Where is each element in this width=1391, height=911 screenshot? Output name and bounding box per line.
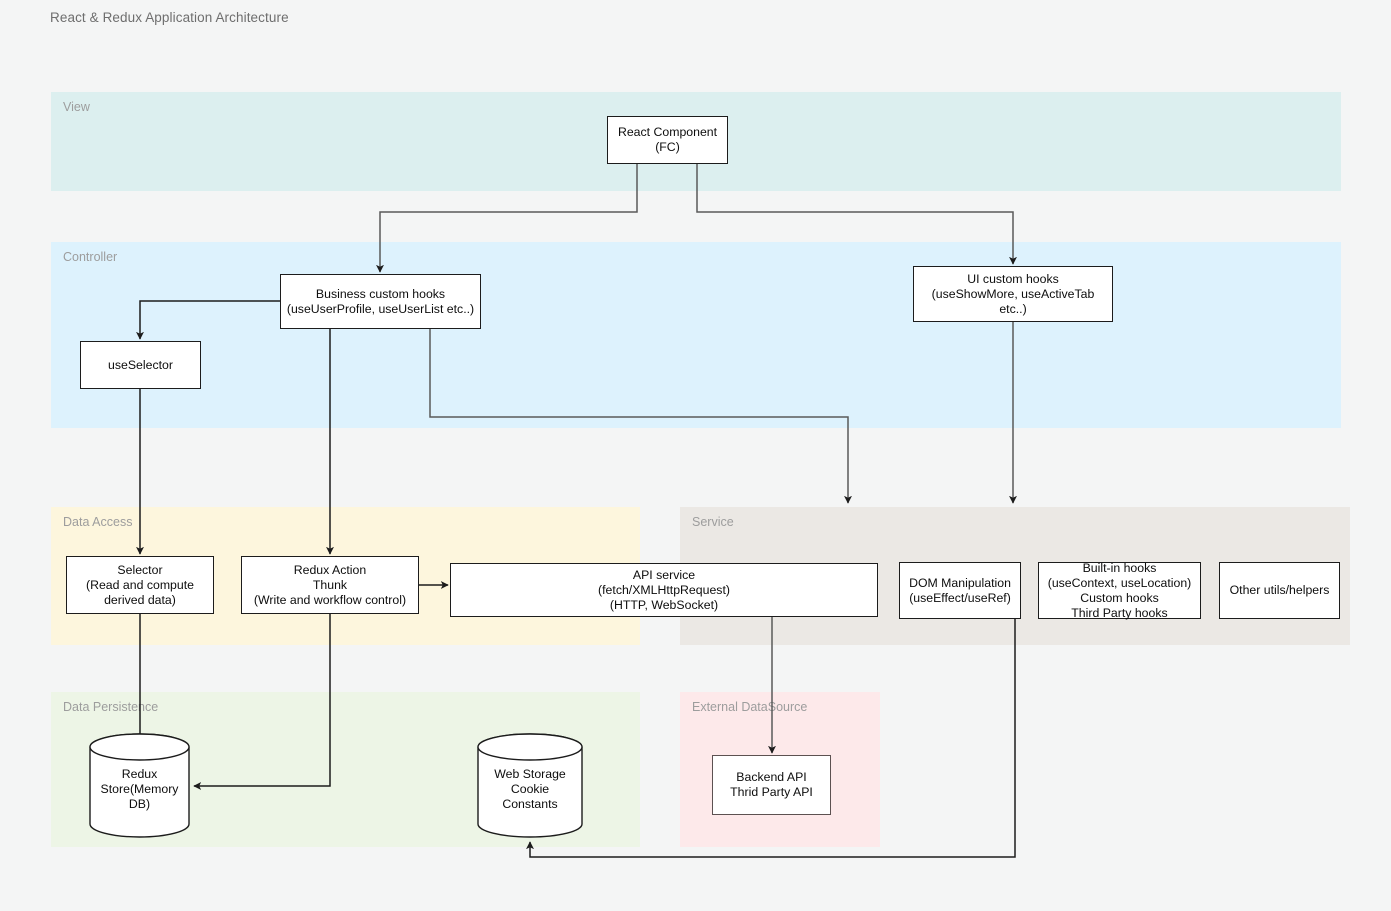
swimlane-label-view: View [63, 100, 90, 114]
node-business-hooks[interactable]: Business custom hooks (useUserProfile, u… [280, 274, 481, 329]
swimlane-label-controller: Controller [63, 250, 118, 264]
node-redux-action[interactable]: Redux Action Thunk (Write and workflow c… [241, 556, 419, 614]
swimlane-label-service: Service [692, 515, 734, 529]
swimlane-label-external-datasource: External DataSource [692, 700, 808, 714]
swimlane-label-data-persistence: Data Persistence [63, 700, 159, 714]
node-ui-hooks[interactable]: UI custom hooks (useShowMore, useActiveT… [913, 266, 1113, 322]
swimlane-label-data-access: Data Access [63, 515, 133, 529]
swimlane-controller: Controller [51, 242, 1341, 428]
node-useselector[interactable]: useSelector [80, 341, 201, 389]
cylinder-redux-store[interactable]: Redux Store(Memory DB) [89, 733, 190, 838]
node-api-service[interactable]: API service (fetch/XMLHttpRequest) (HTTP… [450, 563, 878, 617]
cylinder-shape [477, 733, 583, 838]
cylinder-shape [89, 733, 190, 838]
node-other-utils[interactable]: Other utils/helpers [1219, 562, 1340, 619]
node-react-component[interactable]: React Component (FC) [607, 116, 728, 164]
node-selector[interactable]: Selector (Read and compute derived data) [66, 556, 214, 614]
node-builtin-hooks[interactable]: Built-in hooks (useContext, useLocation)… [1038, 561, 1201, 620]
diagram-title: React & Redux Application Architecture [50, 10, 289, 25]
node-dom-manipulation[interactable]: DOM Manipulation (useEffect/useRef) [899, 562, 1021, 619]
cylinder-web-storage[interactable]: Web Storage Cookie Constants [477, 733, 583, 838]
node-backend-api[interactable]: Backend API Thrid Party API [712, 755, 831, 815]
